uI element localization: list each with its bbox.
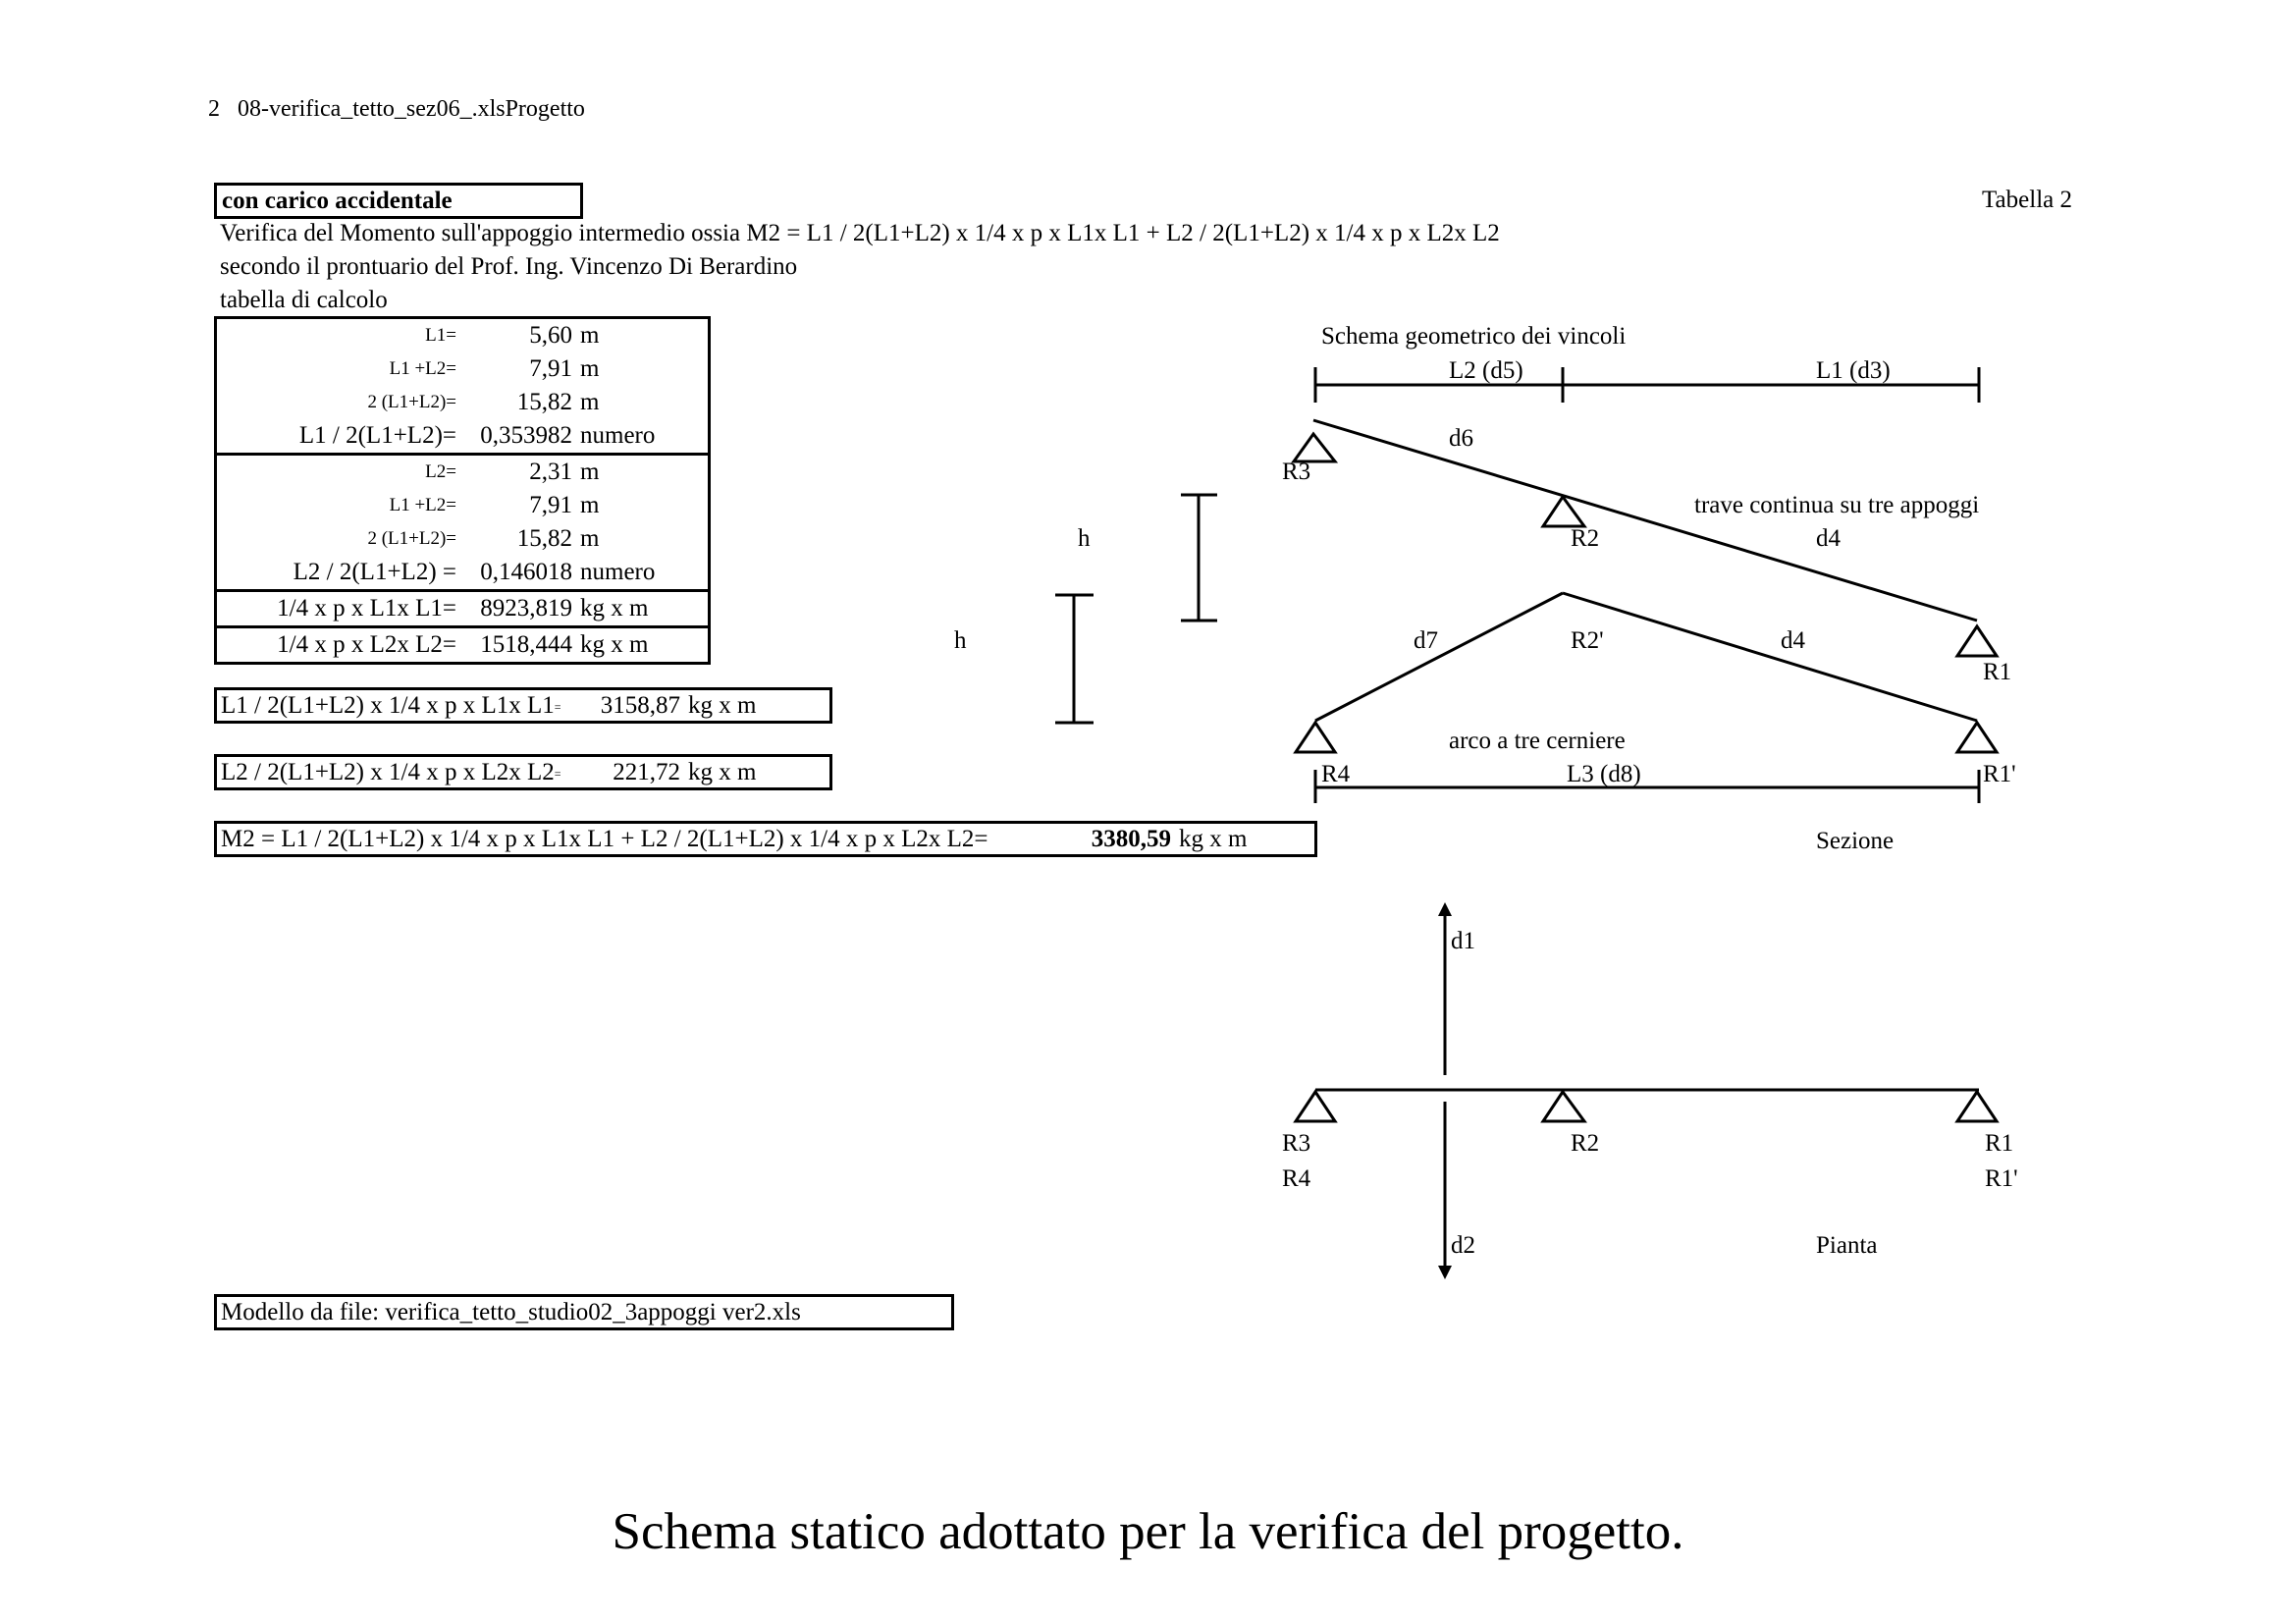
label-r2p: R2' <box>1571 627 1604 654</box>
label-h-1: h <box>1078 525 1091 552</box>
label-r2: R2 <box>1571 525 1599 552</box>
arch-left <box>1314 591 1564 723</box>
label-d7: d7 <box>1414 627 1438 654</box>
support-r4-icon <box>1293 720 1338 754</box>
label-beam-note: trave continua su tre appoggi <box>1694 492 1979 518</box>
formula-1-value: 3158,87 <box>600 691 680 719</box>
label-d6: d6 <box>1449 425 1473 452</box>
label-arch-note: arco a tre cerniere <box>1449 728 1626 754</box>
formula-2-label: L2 / 2(L1+L2) x 1/4 x p x L2x L2 <box>221 758 555 785</box>
plan-support-r3-icon <box>1293 1089 1338 1123</box>
label-dim-l2: L2 (d5) <box>1449 357 1523 384</box>
diagram-title: Schema geometrico dei vincoli <box>1321 323 1626 350</box>
formula-2-unit: kg x m <box>688 758 757 785</box>
label-plan-r1: R1 <box>1985 1130 2013 1157</box>
table-tag: Tabella 2 <box>1982 187 2072 213</box>
label-plan-r2: R2 <box>1571 1130 1599 1157</box>
label-plan-r4: R4 <box>1282 1165 1311 1192</box>
label-d4-arch: d4 <box>1781 627 1806 654</box>
intro-line-1: Verifica del Momento sull'appoggio inter… <box>220 220 1500 246</box>
label-r1p: R1' <box>1983 761 2016 787</box>
plan-support-r1-icon <box>1954 1089 2000 1123</box>
intro-line-3: tabella di calcolo <box>220 287 388 313</box>
model-source: Modello da file: verifica_tetto_studio02… <box>214 1294 954 1330</box>
result-value: 3380,59 <box>1091 825 1171 852</box>
figure-caption: Schema statico adottato per la verifica … <box>612 1503 1684 1560</box>
label-r1: R1 <box>1983 659 2011 685</box>
support-r2-icon <box>1540 494 1587 528</box>
label-r3: R3 <box>1282 459 1310 485</box>
result-box: M2 = L1 / 2(L1+L2) x 1/4 x p x L1x L1 + … <box>214 821 1317 857</box>
support-r1-icon <box>1954 623 2000 658</box>
formula-2-box: L2 / 2(L1+L2) x 1/4 x p x L2x L2= 221,72… <box>214 754 832 790</box>
formula-1-box: L1 / 2(L1+L2) x 1/4 x p x L1x L1= 3158,8… <box>214 687 832 724</box>
arch-right <box>1562 591 1978 723</box>
label-d4-top: d4 <box>1816 525 1842 552</box>
result-label: M2 = L1 / 2(L1+L2) x 1/4 x p x L1x L1 + … <box>221 825 988 852</box>
formula-2-value: 221,72 <box>613 758 680 785</box>
intro-line-2: secondo il prontuario del Prof. Ing. Vin… <box>220 253 798 280</box>
file-name: 08-verifica_tetto_sez06_.xlsProgetto <box>238 96 585 122</box>
label-sezione: Sezione <box>1816 828 1894 854</box>
support-r1p-icon <box>1954 720 2000 754</box>
page-number: 2 <box>208 96 220 122</box>
result-unit: kg x m <box>1179 825 1248 852</box>
plan-support-r2-icon <box>1540 1089 1587 1123</box>
formula-1-label: L1 / 2(L1+L2) x 1/4 x p x L1x L1 <box>221 691 555 719</box>
label-h-2: h <box>954 627 967 654</box>
page-header: 2 08-verifica_tetto_sez06_.xlsProgetto <box>208 96 585 123</box>
support-r3-icon <box>1291 431 1339 463</box>
formula-1-unit: kg x m <box>688 691 757 719</box>
label-d2: d2 <box>1451 1232 1475 1259</box>
label-pianta: Pianta <box>1816 1232 1878 1259</box>
section-title: con carico accidentale <box>214 183 583 219</box>
label-l3: L3 (d8) <box>1567 761 1641 787</box>
label-r4: R4 <box>1321 761 1351 787</box>
label-dim-l1: L1 (d3) <box>1816 357 1891 384</box>
label-plan-r3: R3 <box>1282 1130 1310 1157</box>
label-d1: d1 <box>1451 928 1475 954</box>
continuous-beam <box>1312 418 1978 622</box>
label-plan-r1p: R1' <box>1985 1165 2018 1192</box>
